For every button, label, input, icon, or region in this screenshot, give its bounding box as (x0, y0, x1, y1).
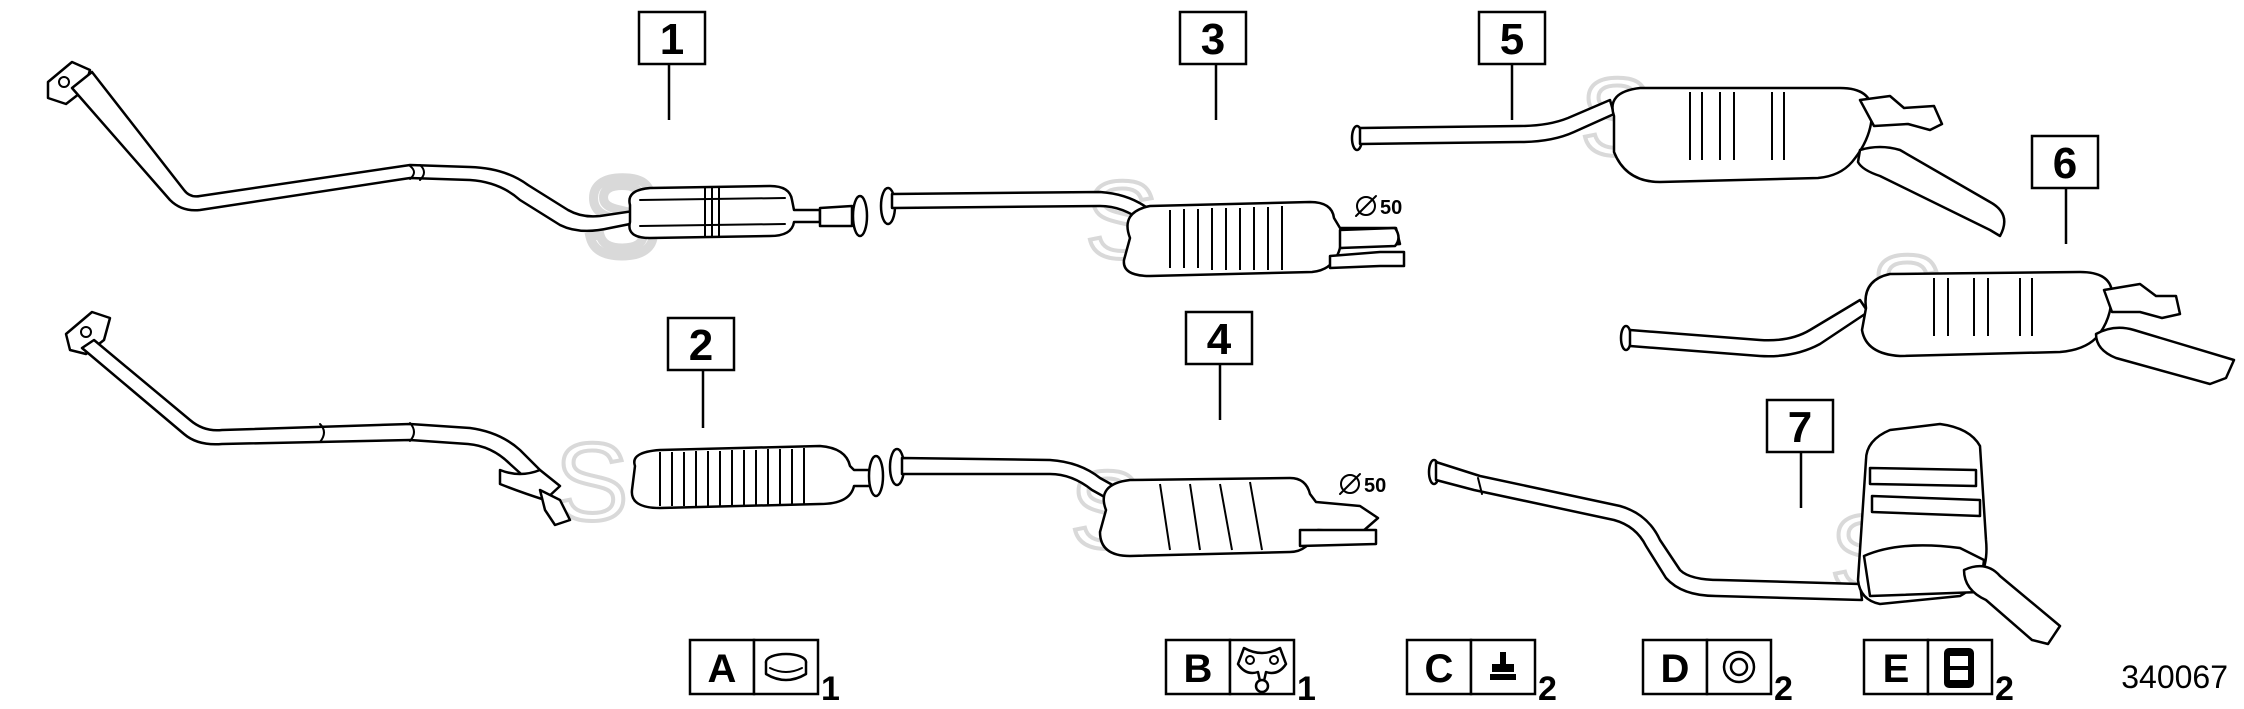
diameter-value: 50 (1380, 197, 1402, 219)
part-3-center-muffler[interactable]: S (879, 157, 1406, 284)
diameter-value: 50 (1364, 475, 1386, 497)
hardware-qty: 2 (1538, 670, 1557, 708)
hardware-qty: 1 (1297, 670, 1316, 708)
callout-4: 4 (1184, 310, 1254, 420)
hardware-qty: 2 (1995, 670, 2014, 708)
diagram-number: 340067 (2121, 659, 2228, 695)
part-2-front-pipe-catalytic-converter[interactable]: S (64, 310, 885, 546)
callout-number: 5 (1500, 15, 1524, 64)
hardware-letter: C (1425, 647, 1454, 691)
hardware-a[interactable]: A 1 (688, 638, 840, 708)
callout-number: 7 (1788, 403, 1812, 452)
watermark-s: S (555, 421, 628, 544)
hardware-e[interactable]: E 2 (1862, 638, 2014, 708)
hardware-letter: D (1661, 647, 1690, 691)
dimension-diameter-3: 50 (1355, 195, 1402, 219)
hardware-letter: A (708, 647, 737, 691)
part-1-front-pipe-catalytic-converter[interactable]: S (46, 60, 869, 284)
callout-number: 6 (2053, 139, 2077, 188)
stud-nut-icon (1490, 652, 1516, 680)
part-4-center-muffler[interactable]: S (888, 447, 1380, 574)
part-6-rear-muffler[interactable]: S (1619, 231, 2236, 386)
callout-number: 4 (1207, 315, 1232, 364)
callout-number: 3 (1201, 15, 1225, 64)
bracket-icon (1944, 648, 1974, 688)
hardware-qty: 2 (1774, 670, 1793, 708)
callout-1: 1 (637, 10, 707, 120)
hardware-qty: 1 (821, 670, 840, 708)
part-7-rear-muffler-transverse[interactable]: S (1427, 422, 2062, 646)
gasket-ring-icon (1722, 650, 1756, 684)
dimension-diameter-4: 50 (1339, 473, 1386, 497)
hardware-c[interactable]: C 2 (1405, 638, 1557, 708)
part-5-rear-muffler[interactable]: S (1350, 54, 2006, 238)
callout-2: 2 (666, 316, 736, 428)
rubber-hanger-icon (1236, 646, 1288, 694)
callout-3: 3 (1178, 10, 1248, 120)
callout-7: 7 (1765, 398, 1835, 508)
hardware-letter: B (1184, 647, 1213, 691)
clamp-ring-icon (764, 652, 808, 682)
callout-5: 5 (1477, 10, 1547, 120)
hardware-d[interactable]: D 2 (1641, 638, 1793, 708)
hardware-letter: E (1883, 647, 1910, 691)
callout-number: 1 (660, 15, 684, 64)
callout-number: 2 (689, 321, 713, 370)
callout-6: 6 (2030, 134, 2100, 244)
hardware-b[interactable]: B 1 (1164, 638, 1316, 708)
